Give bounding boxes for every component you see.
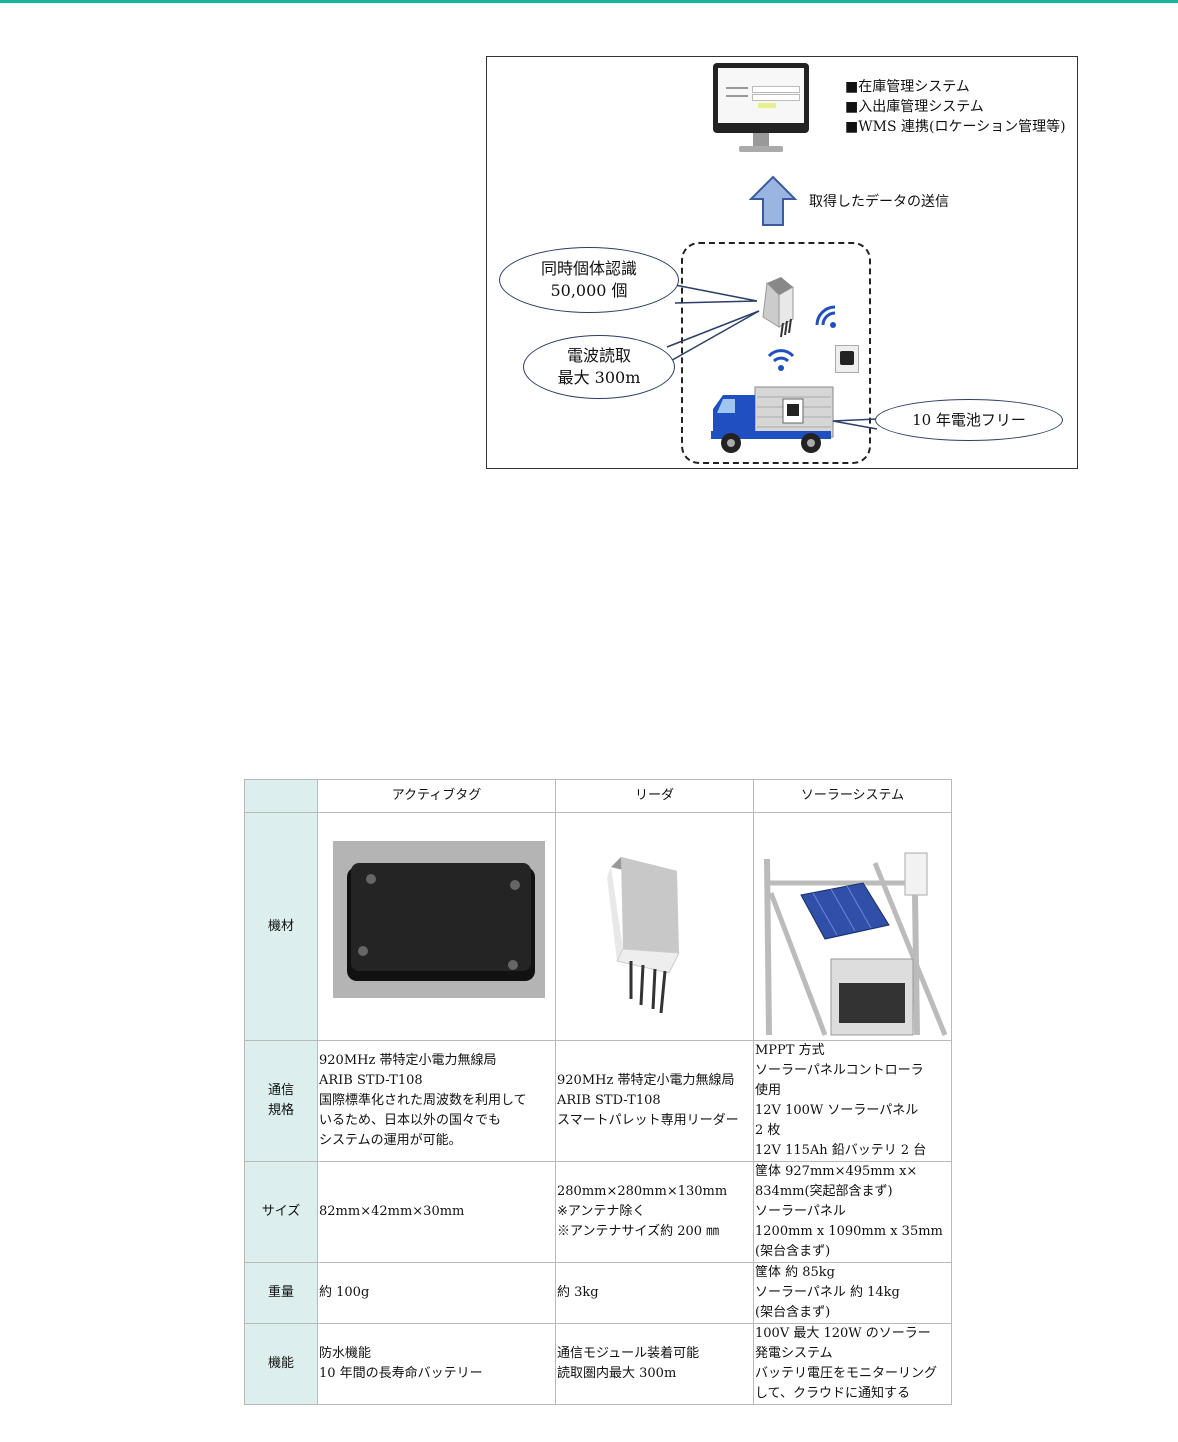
- up-arrow-icon: [749, 175, 797, 226]
- table-cell: MPPT 方式 ソーラーパネルコントローラ 使用 12V 100W ソーラーパネ…: [753, 1040, 952, 1162]
- system-list: ■在庫管理システム ■入出庫管理システム ■WMS 連携(ロケーション管理等): [845, 77, 1066, 137]
- table-cell: 82mm×42mm×30mm: [317, 1161, 556, 1263]
- recognition-bubble: 同時個体認識 50,000 個: [499, 247, 679, 313]
- callout-tail: [832, 418, 878, 430]
- table-cell: 通信モジュール装着可能 読取圏内最大 300m: [555, 1323, 754, 1405]
- table-row: 通信 規格 920MHz 帯特定小電力無線局 ARIB STD-T108 国際標…: [244, 1040, 952, 1162]
- reader-icon: [762, 277, 794, 338]
- reader-photo-cell: [555, 812, 754, 1041]
- table-cell: 100V 最大 120W のソーラー 発電システム バッテリ電圧をモニターリング…: [753, 1323, 952, 1405]
- table-row: 重量 約 100g 約 3kg 筐体 約 85kg ソーラーパネル 約 14kg…: [244, 1262, 952, 1324]
- table-header-row: アクティブタグ リーダ ソーラーシステム: [244, 779, 952, 813]
- row-header: 通信 規格: [244, 1040, 318, 1162]
- column-header: アクティブタグ: [317, 779, 556, 813]
- table-cell: 筐体 927mm×495mm x× 834mm(突起部含まず) ソーラーパネル …: [753, 1161, 952, 1263]
- reader-photo: [607, 857, 680, 1014]
- tag-photo-cell: [317, 812, 556, 1041]
- table-cell: 920MHz 帯特定小電力無線局 ARIB STD-T108 国際標準化された周…: [317, 1040, 556, 1162]
- wifi-icon: [815, 305, 836, 328]
- monitor-stand: [753, 133, 769, 147]
- system-item: ■入出庫管理システム: [845, 99, 984, 115]
- solar-system-photo: [764, 852, 948, 1036]
- solar-photo-cell: [753, 812, 952, 1041]
- column-header: ソーラーシステム: [753, 779, 952, 813]
- table-row: 機材: [244, 812, 952, 1041]
- wifi-icon: [767, 349, 795, 371]
- read-range-bubble: 電波読取 最大 300m: [523, 335, 675, 399]
- battery-bubble: 10 年電池フリー: [875, 399, 1063, 441]
- row-header: 機材: [244, 812, 318, 1041]
- table-cell: 筐体 約 85kg ソーラーパネル 約 14kg (架台含まず): [753, 1262, 952, 1324]
- row-header: 重量: [244, 1262, 318, 1324]
- monitor-base: [739, 146, 783, 152]
- active-tag-icon: [835, 345, 859, 373]
- system-diagram: ■在庫管理システム ■入出庫管理システム ■WMS 連携(ロケーション管理等) …: [486, 56, 1078, 469]
- table-row: 機能 防水機能 10 年間の長寿命バッテリー 通信モジュール装着可能 読取圏内最…: [244, 1323, 952, 1405]
- monitor-icon: [713, 63, 809, 133]
- truck-icon: [711, 386, 834, 453]
- system-item: ■WMS 連携(ロケーション管理等): [845, 119, 1066, 135]
- active-tag-photo: [333, 841, 545, 998]
- column-header: リーダ: [555, 779, 754, 813]
- table-cell: 約 3kg: [555, 1262, 754, 1324]
- row-header: サイズ: [244, 1161, 318, 1263]
- table-cell: 約 100g: [317, 1262, 556, 1324]
- table-cell: 280mm×280mm×130mm ※アンテナ除く ※アンテナサイズ約 200 …: [555, 1161, 754, 1263]
- corner-cell: [244, 779, 318, 813]
- spec-table: アクティブタグ リーダ ソーラーシステム 機材: [244, 779, 952, 1405]
- callout-tails: [666, 284, 760, 364]
- table-row: サイズ 82mm×42mm×30mm 280mm×280mm×130mm ※アン…: [244, 1161, 952, 1263]
- top-accent-bar: [0, 0, 1178, 3]
- table-cell: 防水機能 10 年間の長寿命バッテリー: [317, 1323, 556, 1405]
- row-header: 機能: [244, 1323, 318, 1405]
- system-item: ■在庫管理システム: [845, 79, 970, 95]
- field-area: [681, 242, 871, 464]
- arrow-label: 取得したデータの送信: [809, 194, 949, 210]
- table-cell: 920MHz 帯特定小電力無線局 ARIB STD-T108 スマートパレット専…: [555, 1040, 754, 1162]
